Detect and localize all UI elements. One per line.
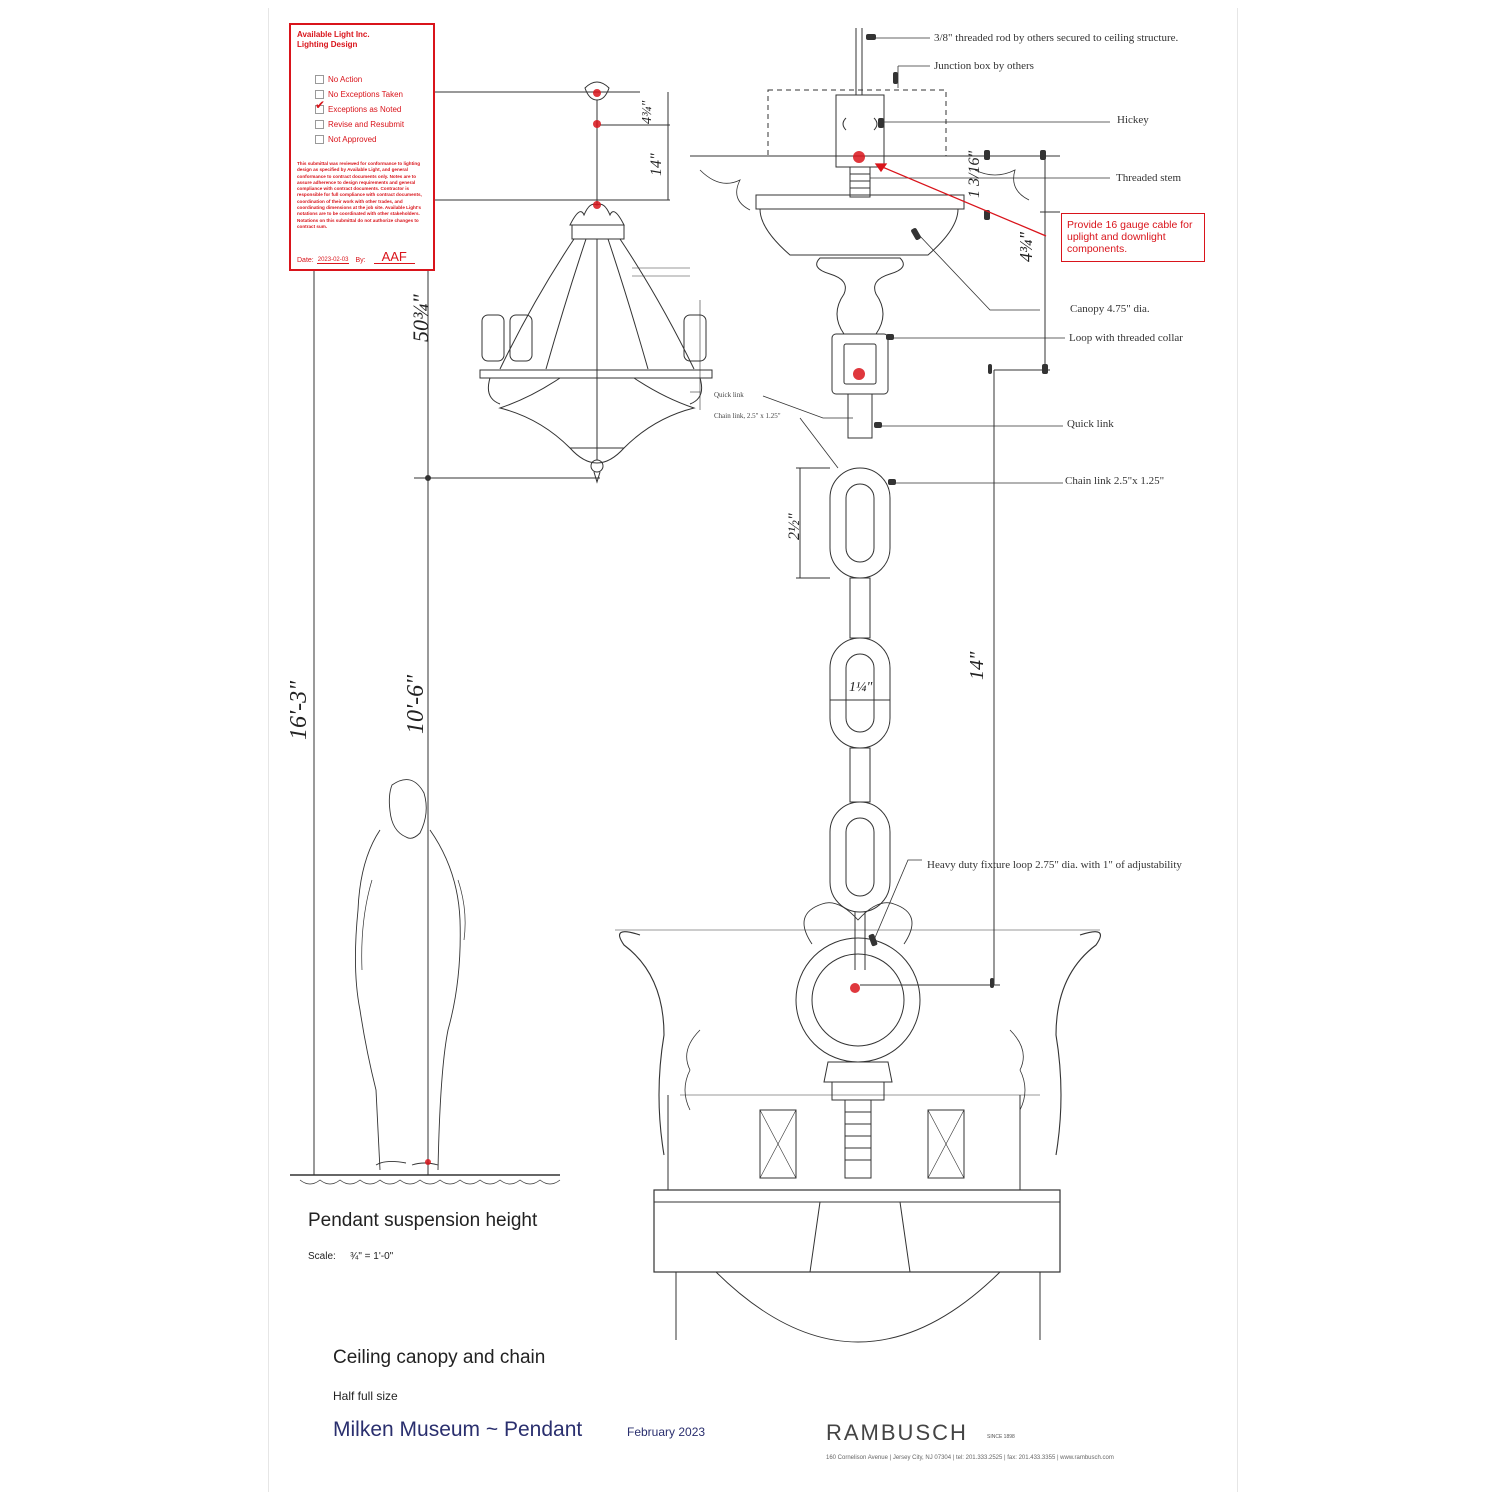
dim-14-chain: 14" bbox=[966, 651, 988, 680]
stamp-option-not-approved[interactable]: Not Approved bbox=[297, 132, 427, 147]
stamp-company: Available Light Inc. bbox=[297, 30, 370, 39]
callout-fixture-loop: Heavy duty fixture loop 2.75" dia. with … bbox=[927, 859, 1182, 871]
review-stamp: Available Light Inc. Lighting Design No … bbox=[289, 23, 435, 271]
dim-1-3-16: 1 3/16" bbox=[966, 150, 983, 198]
dim-10-6: 10'-6" bbox=[403, 674, 429, 734]
callout-canopy: Canopy 4.75" dia. bbox=[1070, 303, 1150, 315]
title-suspension: Pendant suspension height bbox=[308, 1210, 538, 1231]
checkbox-icon[interactable] bbox=[315, 135, 324, 144]
callout-chain-link: Chain link 2.5"x 1.25" bbox=[1065, 475, 1165, 487]
stamp-initials: AAF bbox=[373, 250, 415, 264]
stamp-disclaimer: This submittal was reviewed for conforma… bbox=[297, 161, 422, 229]
project-date: February 2023 bbox=[627, 1425, 706, 1439]
callout-loop-collar: Loop with threaded collar bbox=[1069, 332, 1183, 344]
dim-1-1-4: 1¼" bbox=[849, 680, 873, 695]
dim-50-3-4: 50¾" bbox=[408, 294, 433, 342]
stamp-option-no-action[interactable]: No Action bbox=[297, 72, 427, 87]
title-canopy-chain: Ceiling canopy and chain bbox=[333, 1347, 546, 1368]
dim-2-1-2: 2½" bbox=[786, 513, 803, 540]
stamp-company-sub: Lighting Design bbox=[297, 40, 358, 49]
callout-quick-link: Quick link bbox=[1067, 418, 1114, 430]
checkmark-icon[interactable] bbox=[315, 98, 325, 114]
scale-label: Scale: bbox=[308, 1251, 336, 1262]
brand-logo: RAMBUSCH bbox=[826, 1420, 968, 1445]
stamp-dateline: Date: 2023-02-03 By: AAF bbox=[297, 250, 415, 264]
markup-comment: Provide 16 gauge cable for uplight and d… bbox=[1061, 213, 1205, 262]
stamp-option-revise[interactable]: Revise and Resubmit bbox=[297, 117, 427, 132]
callout-small-quick-link: Quick link bbox=[714, 391, 744, 399]
callout-hickey: Hickey bbox=[1117, 114, 1149, 126]
checkbox-icon[interactable] bbox=[315, 75, 324, 84]
stamp-option-exceptions-noted[interactable]: Exceptions as Noted bbox=[297, 98, 427, 117]
title-half-size: Half full size bbox=[333, 1389, 398, 1403]
dim-4-3-4-canopy: 4¾" bbox=[1016, 231, 1036, 262]
project-title: Milken Museum ~ Pendant bbox=[333, 1418, 583, 1441]
callout-junction-box: Junction box by others bbox=[934, 60, 1034, 72]
brand-since: SINCE 1898 bbox=[987, 1434, 1015, 1440]
callout-threaded-stem: Threaded stem bbox=[1116, 172, 1182, 184]
dim-16-3: 16'-3" bbox=[286, 680, 312, 740]
dim-4-3-4: 4¾" bbox=[640, 100, 655, 124]
scale-value: ¾" = 1'-0" bbox=[350, 1251, 394, 1262]
stamp-date: 2023-02-03 bbox=[316, 257, 350, 264]
checkbox-icon[interactable] bbox=[315, 120, 324, 129]
brand-address: 160 Cornelison Avenue | Jersey City, NJ … bbox=[826, 1455, 1114, 1461]
callout-small-chain-link: Chain link, 2.5" x 1.25" bbox=[714, 412, 781, 420]
callout-threaded-rod: 3/8" threaded rod by others secured to c… bbox=[934, 32, 1179, 44]
stamp-options: No Action No Exceptions Taken Exceptions… bbox=[297, 72, 427, 147]
dim-14-top: 14" bbox=[648, 153, 665, 176]
